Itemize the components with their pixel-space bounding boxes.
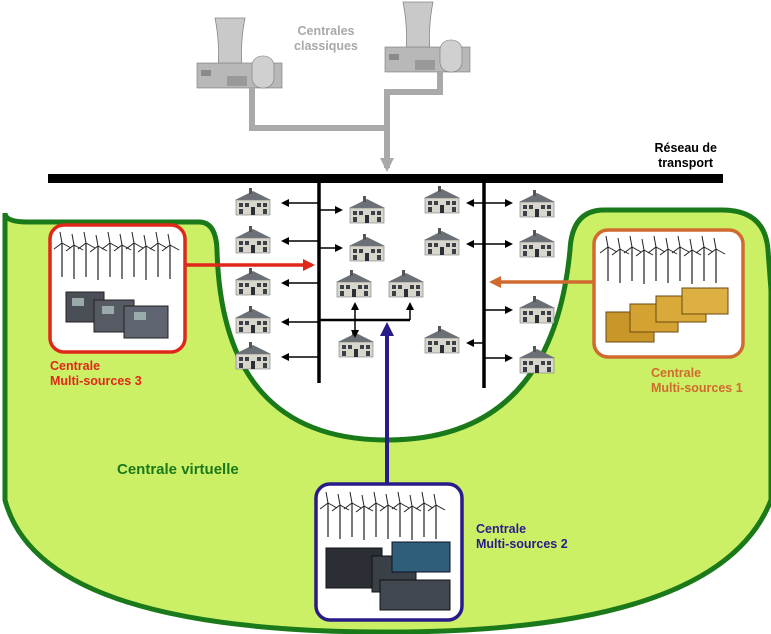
houses-center-arrows	[319, 206, 414, 338]
generator-icon	[325, 541, 451, 611]
classic-power-plant-left	[196, 17, 283, 89]
svg-text:Centrales: Centrales	[298, 24, 355, 38]
svg-text:Centrale: Centrale	[651, 366, 701, 380]
multi-source-plant-1	[592, 228, 745, 359]
svg-text:Multi-sources 1: Multi-sources 1	[651, 381, 743, 395]
svg-text:Multi-sources 2: Multi-sources 2	[476, 537, 568, 551]
generator-icon	[65, 291, 169, 339]
transmission-grid-bar	[48, 174, 723, 183]
multi-source-plant-3	[48, 223, 187, 354]
houses-right	[423, 185, 556, 374]
classic-power-plant-right	[384, 1, 471, 73]
svg-text:Multi-sources 3: Multi-sources 3	[50, 374, 142, 388]
multi-source-plant-2	[314, 482, 464, 622]
svg-text:Centrale: Centrale	[476, 522, 526, 536]
houses-left-column	[234, 187, 272, 370]
msp2-label: Centrale Multi-sources 2	[476, 522, 568, 551]
msp3-label: Centrale Multi-sources 3	[50, 359, 142, 388]
houses-right-arrows	[466, 199, 513, 362]
virtual-plant-label: Centrale virtuelle	[117, 461, 239, 478]
svg-text:transport: transport	[658, 156, 714, 170]
classic-feed-line	[249, 72, 443, 131]
houses-left-arrows	[281, 199, 319, 361]
generator-icon	[605, 287, 729, 343]
svg-text:Réseau de: Réseau de	[654, 141, 717, 155]
msp1-label: Centrale Multi-sources 1	[651, 366, 743, 395]
classic-plants-label: Centrales classiques	[294, 24, 358, 53]
svg-text:Centrale: Centrale	[50, 359, 100, 373]
houses-center	[335, 195, 425, 358]
grid-label: Réseau de transport	[654, 141, 717, 170]
svg-text:classiques: classiques	[294, 39, 358, 53]
